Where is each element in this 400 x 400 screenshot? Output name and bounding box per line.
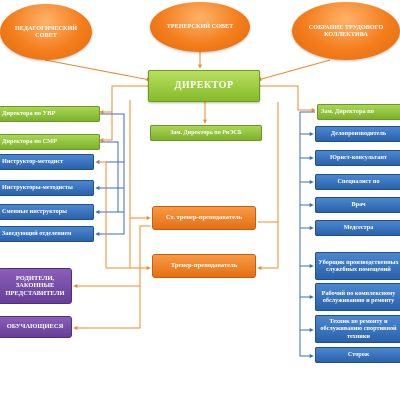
department-head: Заведующий отделением [0, 226, 94, 242]
watchman: Сторож [315, 347, 400, 363]
left-orange-links [73, 161, 150, 330]
parents-guardians: РОДИТЕЛИ, ЗАКОННЫЕ ПРЕДСТАВИТЕЛИ [0, 268, 72, 304]
left-blue-links [95, 113, 125, 236]
pedagogical-council: ПЕДАГОГИЧЕСКИЙ СОВЕТ [0, 4, 92, 60]
students: ОБУЧАЮЩИЕСЯ [0, 316, 72, 338]
deputy-ahr: Зам. Директора по [317, 104, 400, 120]
right-blue-links [299, 111, 315, 358]
sports-equipment-technician: Техник по ремонту и обслуживанию спортив… [315, 315, 400, 343]
maintenance-worker: Рабочий по комплексному обслуживанию и р… [315, 283, 400, 311]
deputy-smr: Директора по СМР [0, 134, 100, 150]
director: ДИРЕКТОР [148, 70, 260, 102]
deputy-uvr: Директора по УВР [0, 106, 100, 122]
council-links [44, 52, 331, 82]
specialist: Специалист по [315, 174, 400, 190]
nurse: Медсестра [315, 220, 400, 236]
coaching-council: ТРЕНЕРСКИЙ СОВЕТ [150, 2, 250, 52]
legal-consultant: Юрист-консультант [315, 150, 400, 166]
labor-collective-meeting: СОБРАНИЕ ТРУДОВОГО КОЛЛЕКТИВА [292, 2, 400, 60]
records-clerk: Делопроизводитель [315, 126, 400, 142]
instructors-methodists: Инструкторы-методисты [0, 180, 94, 196]
deputy-rize: Зам. Директора по РиЭСБ [150, 125, 262, 141]
senior-coach: Ст. тренер-преподаватель [152, 206, 256, 230]
director-links [99, 85, 316, 270]
cleaner: Уборщик производственных служебных помещ… [315, 252, 400, 280]
doctor: Врач [315, 197, 400, 213]
shift-instructors: Сменные инструкторы [0, 204, 94, 220]
coach: Тренер-преподаватель [152, 254, 256, 278]
instructor-methodist: Инструктор-методист [0, 154, 94, 170]
